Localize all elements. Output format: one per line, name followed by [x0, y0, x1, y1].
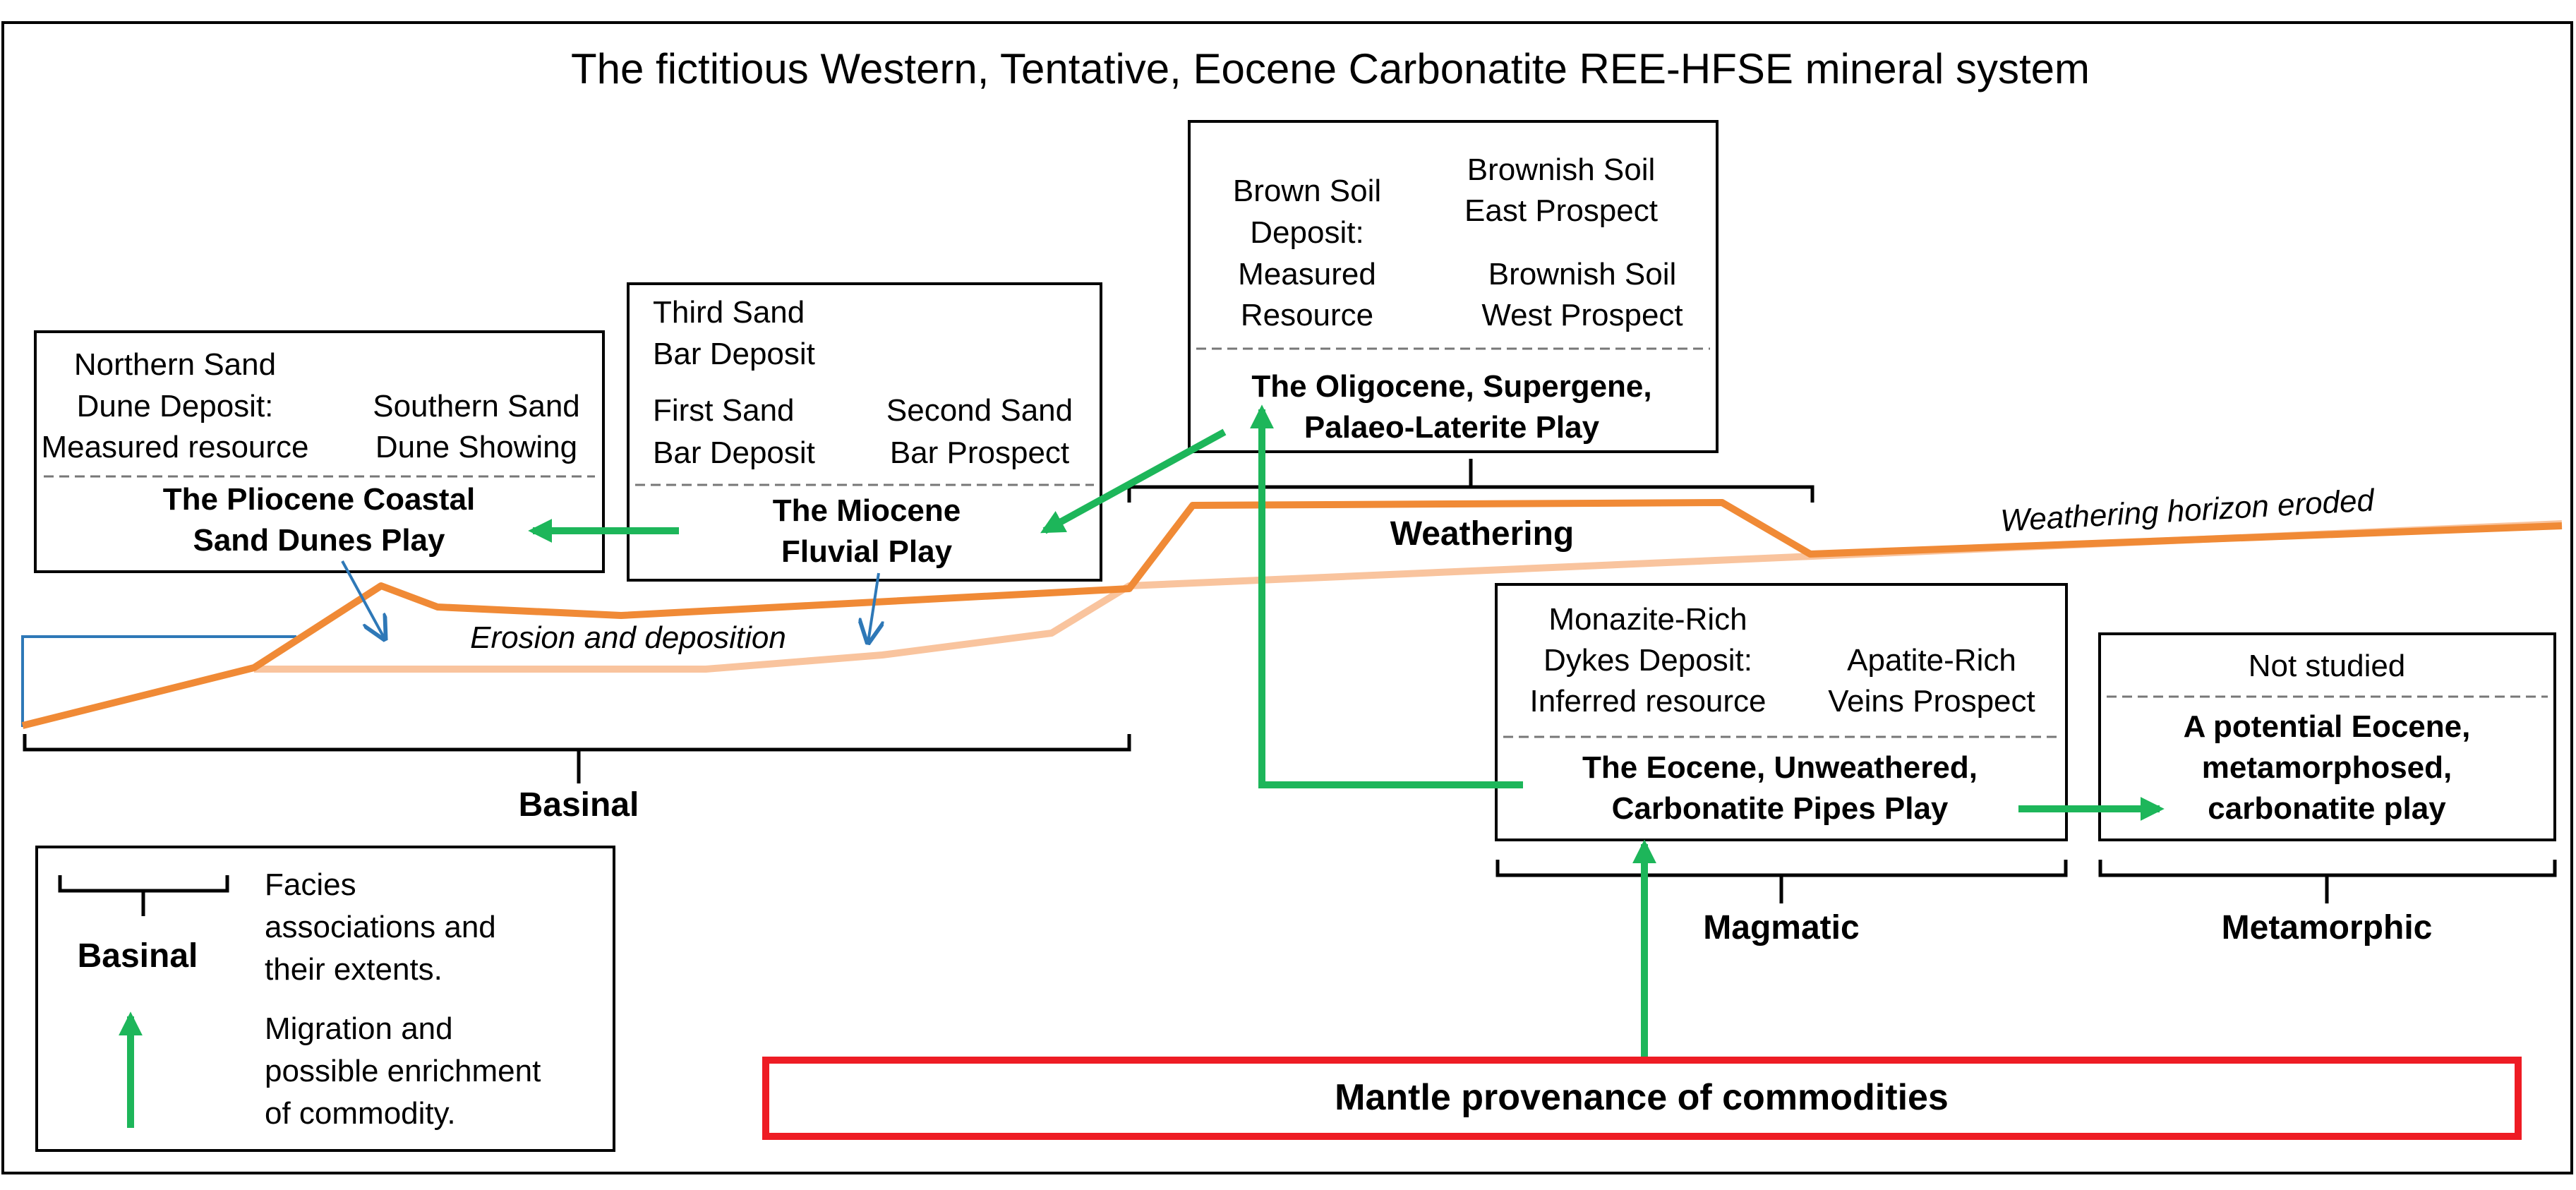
- green-arrow-oligocene-to-miocene: [1040, 428, 1227, 534]
- apatite-line1: Apatite-Rich: [1847, 643, 2016, 678]
- metamorphic-play-name1: A potential Eocene,: [2184, 709, 2471, 744]
- legend-facies-line3: their extents.: [265, 952, 443, 987]
- monazite-line3: Inferred resource: [1529, 684, 1766, 719]
- pliocene-play-name1: The Pliocene Coastal: [163, 482, 476, 517]
- mantle-box: Mantle provenance of commodities: [762, 1057, 2522, 1140]
- first-sand-line1: First Sand: [653, 393, 795, 428]
- metamorphic-label: Metamorphic: [2222, 909, 2433, 946]
- monazite-line1: Monazite-Rich: [1548, 602, 1747, 637]
- eocene-play-box: Monazite-Rich Dykes Deposit: Inferred re…: [1495, 583, 2068, 841]
- pliocene-play-name2: Sand Dunes Play: [193, 523, 445, 558]
- legend-migration-line1: Migration and: [265, 1011, 453, 1046]
- brownish-east-line2: East Prospect: [1464, 193, 1658, 228]
- brownish-east-line1: Brownish Soil: [1467, 152, 1656, 187]
- brown-soil-line3: Measured: [1238, 257, 1376, 292]
- third-sand-line2: Bar Deposit: [653, 337, 815, 371]
- northern-sand-line2: Dune Deposit:: [77, 389, 274, 423]
- second-sand-line2: Bar Prospect: [890, 435, 1069, 470]
- mantle-label: Mantle provenance of commodities: [1335, 1077, 1949, 1118]
- brownish-west-line2: West Prospect: [1481, 298, 1683, 332]
- oligocene-play-name2: Palaeo-Laterite Play: [1304, 410, 1600, 445]
- southern-sand-line1: Southern Sand: [373, 389, 580, 423]
- apatite-line2: Veins Prospect: [1828, 684, 2035, 719]
- lower-surface-line: [254, 520, 2563, 673]
- erosion-deposition-label: Erosion and deposition: [470, 620, 786, 655]
- brownish-west-line1: Brownish Soil: [1488, 257, 1677, 292]
- oligocene-play-name1: The Oligocene, Supergene,: [1251, 369, 1651, 404]
- weathering-bracket: Weathering: [1127, 459, 1814, 553]
- northern-sand-line1: Northern Sand: [74, 347, 276, 382]
- legend-bracket-label: Basinal: [78, 937, 198, 975]
- second-sand-line1: Second Sand: [886, 393, 1073, 428]
- legend-facies-line1: Facies: [265, 867, 356, 902]
- miocene-play-box: Third Sand Bar Deposit First Sand Bar De…: [627, 282, 1102, 582]
- eocene-play-name2: Carbonatite Pipes Play: [1612, 791, 1949, 826]
- blue-arrow-pliocene: [341, 560, 385, 639]
- basin-outline: [21, 635, 296, 727]
- weathering-label: Weathering: [1390, 515, 1574, 553]
- magmatic-label: Magmatic: [1703, 909, 1859, 946]
- not-studied-label: Not studied: [2249, 649, 2406, 683]
- brown-soil-line2: Deposit:: [1250, 215, 1364, 250]
- metamorphic-play-name2: metamorphosed,: [2202, 750, 2452, 785]
- diagram-title: The fictitious Western, Tentative, Eocen…: [571, 45, 2090, 92]
- metamorphic-bracket: Metamorphic: [2098, 860, 2557, 946]
- legend-box: Basinal Facies associations and their ex…: [35, 846, 615, 1152]
- metamorphic-play-box: Not studied A potential Eocene, metamorp…: [2098, 632, 2556, 841]
- miocene-play-name2: Fluvial Play: [781, 534, 953, 569]
- third-sand-line1: Third Sand: [653, 295, 805, 330]
- first-sand-line2: Bar Deposit: [653, 435, 815, 470]
- basinal-label: Basinal: [519, 786, 639, 824]
- blue-arrow-miocene: [868, 572, 879, 642]
- brown-soil-line1: Brown Soil: [1233, 174, 1381, 208]
- magmatic-bracket: Magmatic: [1495, 860, 2068, 946]
- pliocene-play-box: Northern Sand Dune Deposit: Measured res…: [34, 330, 605, 573]
- northern-sand-line3: Measured resource: [41, 430, 308, 464]
- legend-migration-line3: of commodity.: [265, 1096, 456, 1131]
- oligocene-play-box: Brown Soil Deposit: Measured Resource Br…: [1188, 120, 1719, 453]
- brown-soil-line4: Resource: [1241, 298, 1373, 332]
- miocene-play-name1: The Miocene: [773, 493, 961, 528]
- legend-facies-line2: associations and: [265, 910, 496, 944]
- green-arrow-eocene-to-oligocene: [1249, 404, 1523, 788]
- legend-migration-line2: possible enrichment: [265, 1054, 541, 1088]
- metamorphic-play-name3: carbonatite play: [2208, 791, 2446, 826]
- southern-sand-line2: Dune Showing: [375, 430, 577, 464]
- monazite-line2: Dykes Deposit:: [1543, 643, 1752, 678]
- eocene-play-name1: The Eocene, Unweathered,: [1582, 750, 1978, 785]
- basinal-bracket: Basinal: [23, 734, 1131, 824]
